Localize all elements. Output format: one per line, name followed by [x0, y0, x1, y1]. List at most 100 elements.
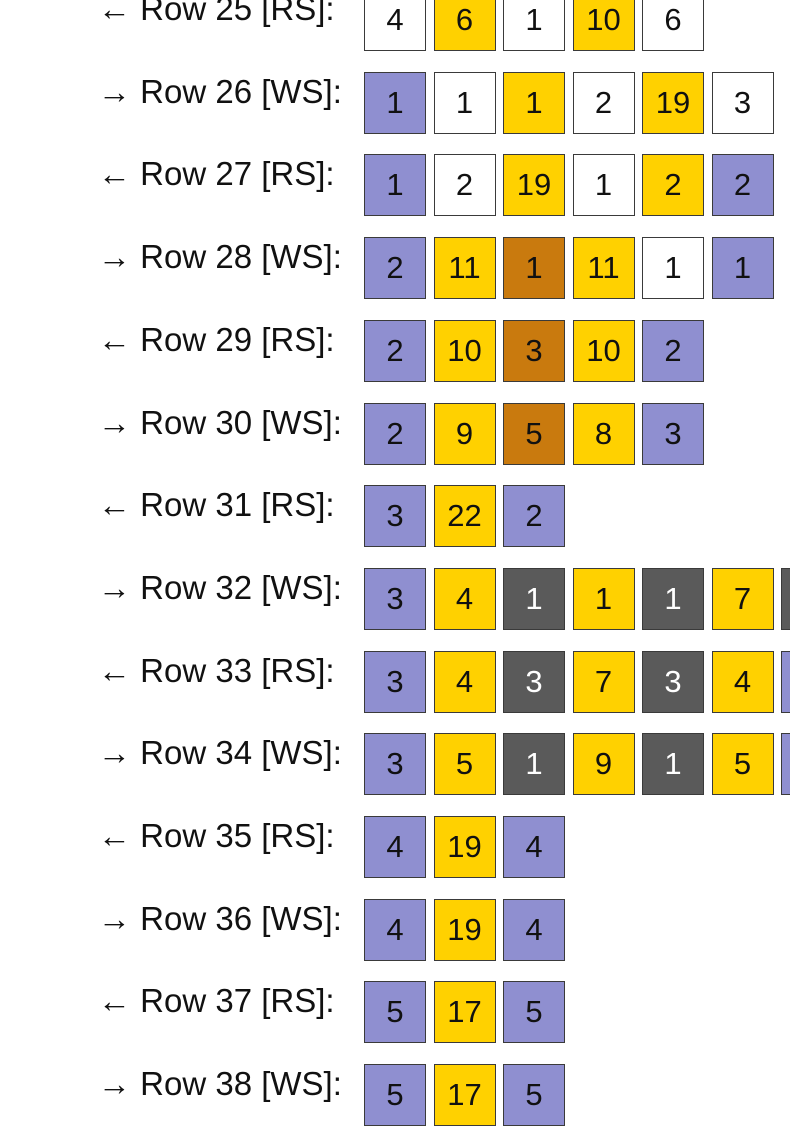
stitch-count-cell: 10 [572, 319, 635, 382]
stitch-count-cell: 1 [364, 154, 426, 217]
stitch-count-cell: 1 [503, 0, 565, 51]
stitch-count-cell: 2 [433, 154, 496, 217]
stitch-count-cell [781, 733, 790, 796]
stitch-count-cell: 17 [433, 1064, 496, 1127]
stitch-count-cell: 2 [503, 485, 565, 548]
stitch-count-cell: 10 [433, 319, 496, 382]
stitch-count-cell: 1 [642, 733, 704, 796]
row-label: → Row 26 [WS]: [98, 72, 342, 110]
stitch-count-cell: 1 [503, 733, 565, 796]
stitch-count-cell: 6 [433, 0, 496, 51]
stitch-count-cell: 3 [364, 567, 426, 630]
stitch-count-cell: 4 [503, 816, 565, 878]
stitch-count-cell: 1 [642, 567, 704, 630]
stitch-count-cell: 5 [503, 981, 565, 1044]
stitch-count-cell: 3 [364, 650, 426, 713]
row-label: ← Row 33 [RS]: [98, 651, 335, 689]
stitch-count-cell [781, 567, 790, 630]
stitch-count-cell: 4 [711, 650, 774, 713]
row-label: ← Row 35 [RS]: [98, 817, 335, 854]
stitch-count-cell: 19 [433, 898, 496, 961]
row-label: ← Row 29 [RS]: [98, 320, 335, 358]
stitch-count-cell: 2 [572, 71, 635, 134]
row-label: ← Row 31 [RS]: [98, 486, 335, 524]
stitch-count-cell: 2 [642, 319, 704, 382]
stitch-count-cell: 3 [364, 485, 426, 548]
stitch-count-cell: 5 [711, 733, 774, 796]
row-label: → Row 38 [WS]: [98, 1065, 342, 1103]
row-label: ← Row 27 [RS]: [98, 155, 335, 193]
stitch-count-cell: 5 [433, 733, 496, 796]
stitch-count-cell: 1 [572, 154, 635, 217]
stitch-count-cell: 3 [711, 71, 774, 134]
stitch-count-cell: 1 [503, 237, 565, 300]
stitch-count-cell: 2 [642, 154, 704, 217]
row-label: → Row 36 [WS]: [98, 899, 342, 937]
stitch-count-cell: 3 [364, 733, 426, 796]
stitch-count-cell: 2 [364, 319, 426, 382]
stitch-count-cell: 4 [364, 0, 426, 51]
stitch-count-cell: 1 [364, 71, 426, 134]
stitch-count-cell: 1 [572, 567, 635, 630]
stitch-count-cell [781, 650, 790, 713]
row-label: ← Row 25 [RS]: [98, 0, 335, 27]
row-label: → Row 30 [WS]: [98, 403, 342, 441]
stitch-count-cell: 19 [433, 816, 496, 878]
stitch-count-cell: 19 [642, 71, 704, 134]
stitch-count-cell: 2 [711, 154, 774, 217]
stitch-count-cell: 4 [433, 567, 496, 630]
stitch-count-cell: 11 [433, 237, 496, 300]
stitch-count-cell: 3 [642, 650, 704, 713]
stitch-count-cell: 7 [711, 567, 774, 630]
stitch-count-cell: 4 [503, 898, 565, 961]
stitch-count-cell: 8 [572, 402, 635, 465]
stitch-count-cell: 1 [711, 237, 774, 300]
stitch-count-cell: 6 [642, 0, 704, 51]
stitch-count-cell: 2 [364, 402, 426, 465]
stitch-count-cell: 4 [433, 650, 496, 713]
stitch-count-cell: 9 [433, 402, 496, 465]
stitch-count-cell: 5 [503, 402, 565, 465]
stitch-count-cell: 19 [503, 154, 565, 217]
stitch-count-cell: 17 [433, 981, 496, 1044]
stitch-count-cell: 4 [364, 816, 426, 878]
stitch-count-cell: 11 [572, 237, 635, 300]
row-label: → Row 28 [WS]: [98, 238, 342, 276]
stitch-count-cell: 2 [364, 237, 426, 300]
stitch-count-cell: 9 [572, 733, 635, 796]
stitch-count-cell: 1 [503, 71, 565, 134]
stitch-count-cell: 3 [503, 319, 565, 382]
stitch-count-cell: 1 [503, 567, 565, 630]
stitch-count-cell: 10 [572, 0, 635, 51]
stitch-count-cell: 22 [433, 485, 496, 548]
stitch-count-cell: 5 [364, 1064, 426, 1127]
row-label: → Row 32 [WS]: [98, 568, 342, 606]
row-label: → Row 34 [WS]: [98, 734, 342, 772]
